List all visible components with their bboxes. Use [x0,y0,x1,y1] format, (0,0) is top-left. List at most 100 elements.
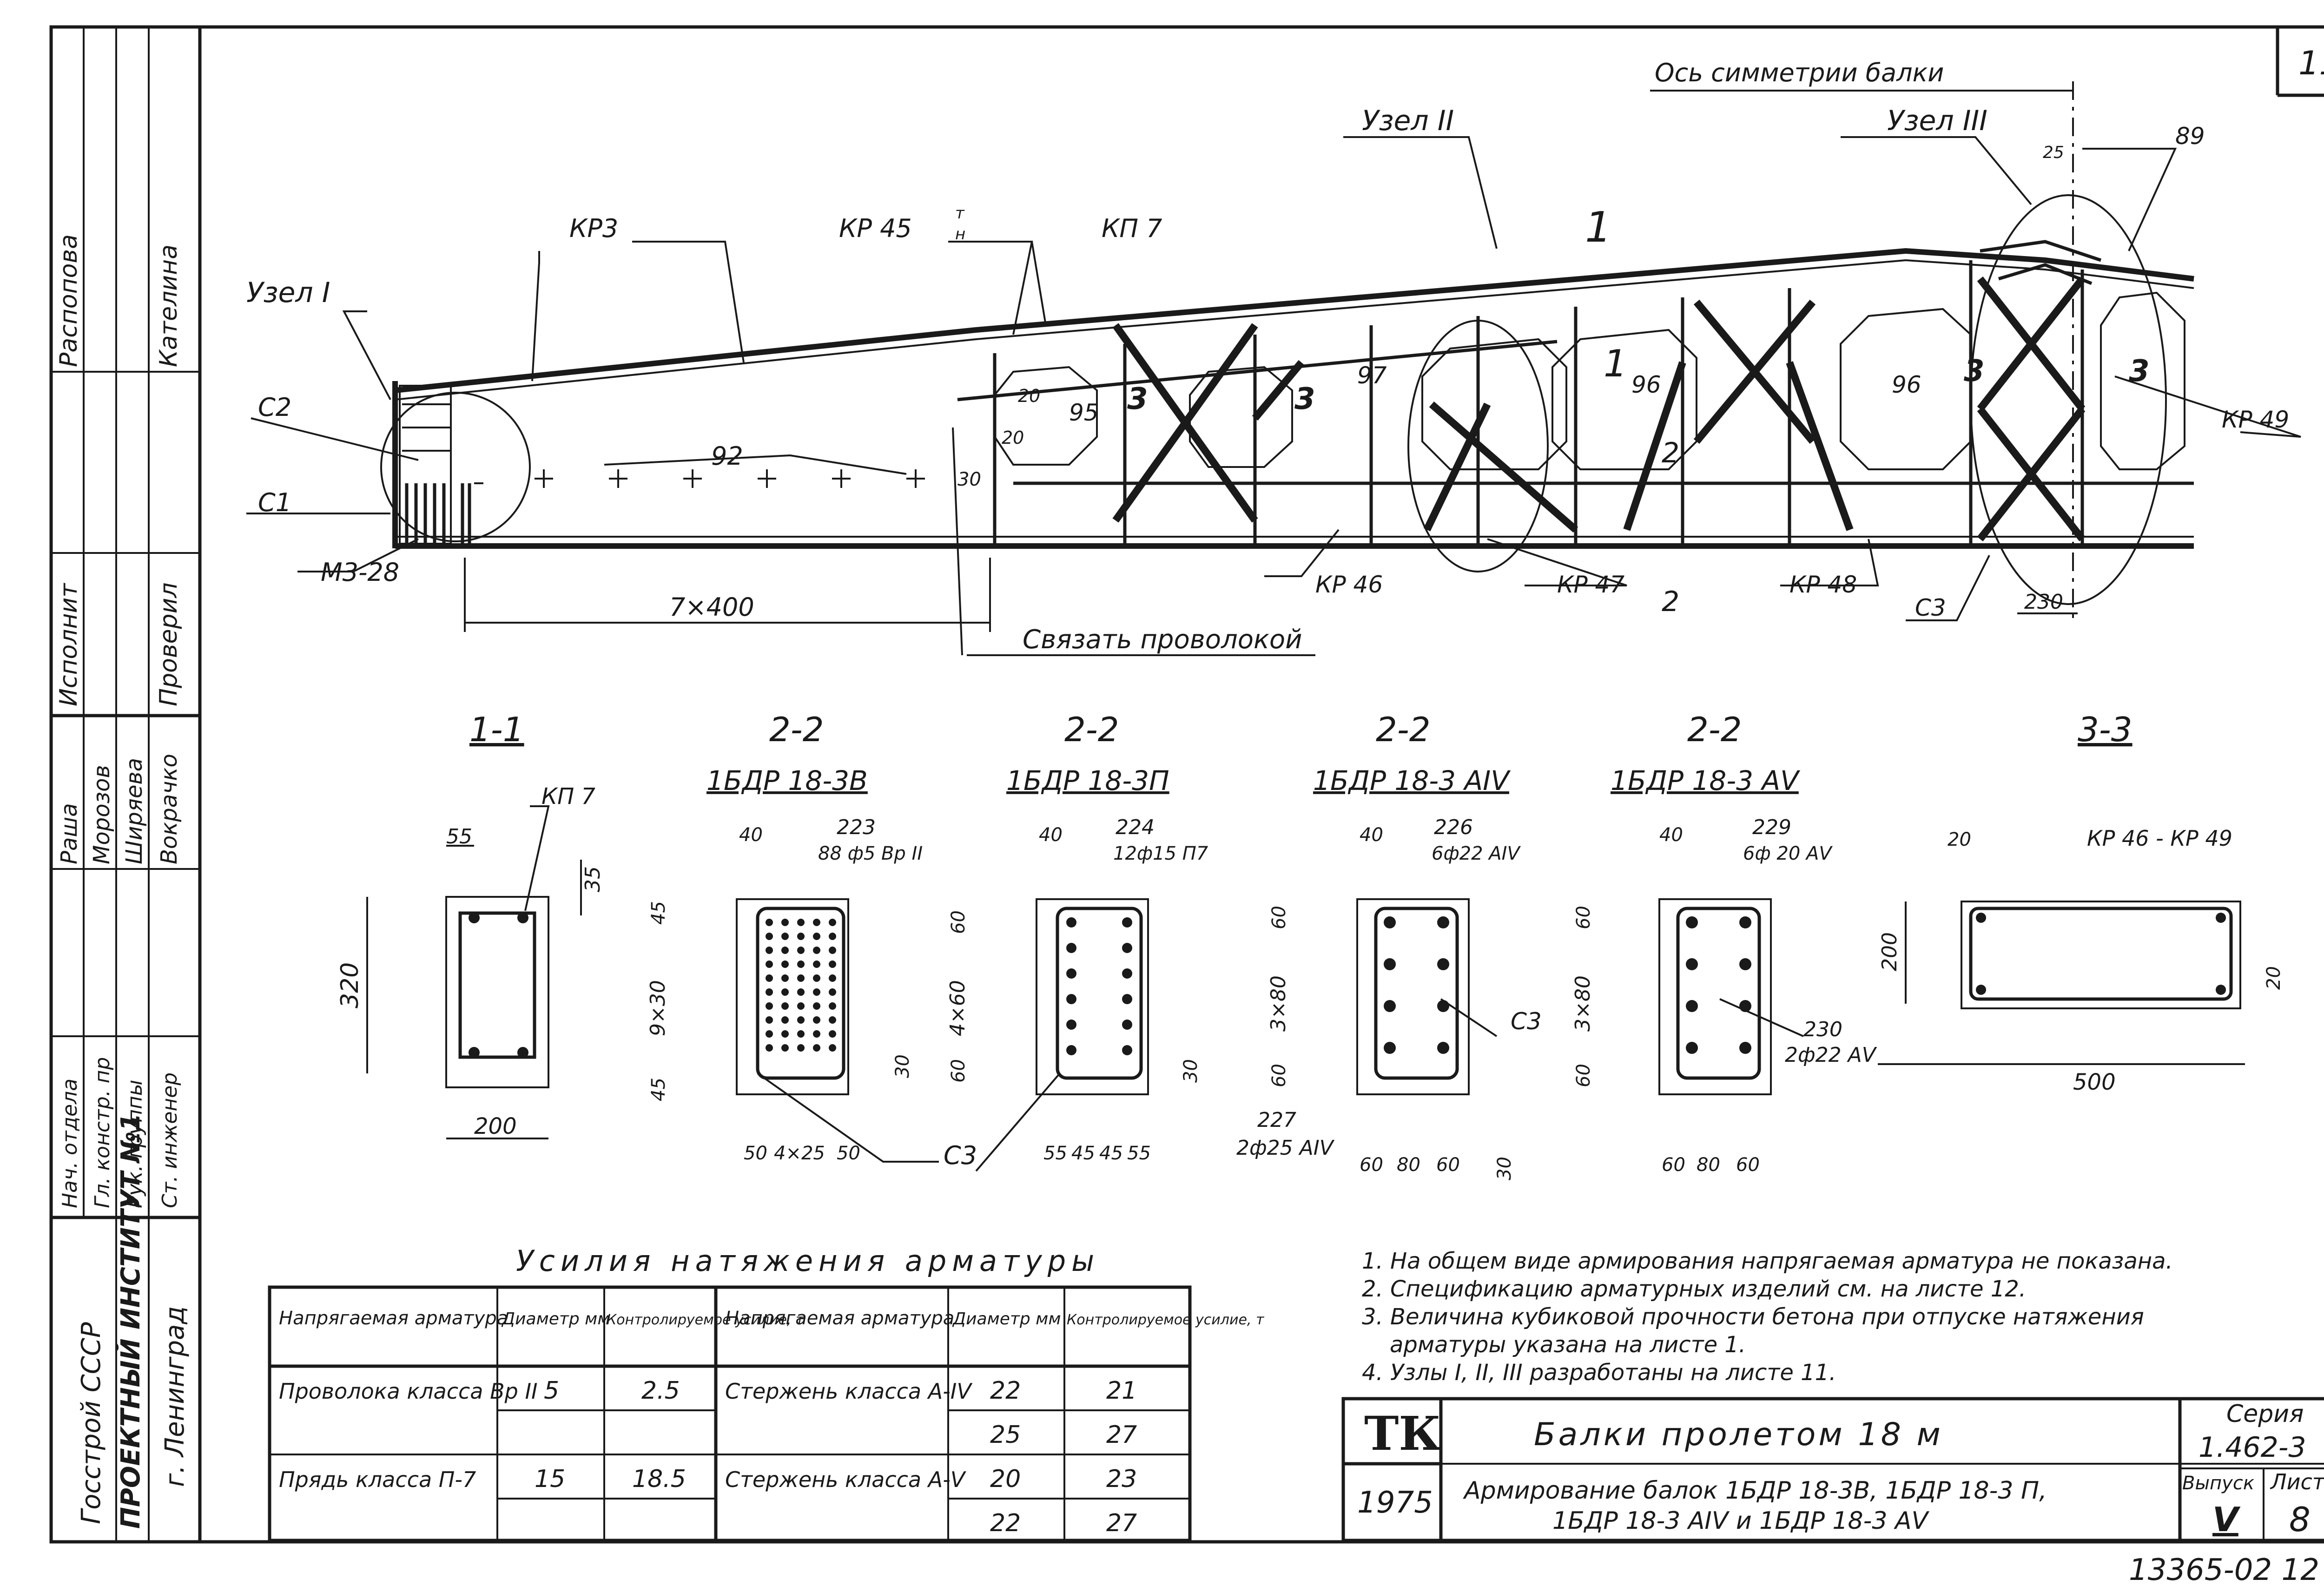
title-sub-2: 1БДР 18-3 АIV и 1БДР 18-3 АV [1552,1507,1930,1535]
rebar-dot [813,1044,820,1052]
sec3-l8: 45 [1071,1143,1095,1164]
sec5-l4: 3×80 [1571,975,1595,1032]
kr45-sup: т [955,204,965,223]
rebar-dot [1122,968,1132,979]
rebar-dot [829,960,836,968]
rebar-dot [829,1030,836,1038]
n30-label: 30 [957,469,981,490]
pitch-dim: 7×400 [669,592,754,622]
rebar-dot [1122,943,1132,953]
rebar-dot [2216,985,2226,995]
note-1: 1. На общем виде армирования напрягаемая… [1362,1248,2173,1274]
th-force-right: Контролируемое усилие, т [1067,1312,1265,1328]
stamp-name-2: Морозов [89,765,115,864]
rebar-dot [1066,994,1076,1004]
sec3-l2: 12ф15 П7 [1113,843,1208,864]
rebar-dot [797,988,805,996]
sec3-l0: 40 [1039,824,1063,846]
rebar-dot [781,974,789,982]
stamp-name-3: Ширяева [121,758,147,864]
rebar-dot [1384,1000,1396,1012]
stamp-org-3: г. Ленинград [160,1306,190,1487]
section-1-1 [366,805,582,1139]
panel-3-b: 3 [1294,382,1315,416]
row-a4-name: Стержень класса А-IV [725,1379,973,1404]
sec5-l1: 229 [1752,816,1791,839]
rebar-dot [781,988,789,996]
tension-table [268,1285,1192,1542]
rebar-dot [829,1002,836,1010]
sec1-l2: 35 [581,866,605,892]
sec2-l6: 30 [892,1054,913,1078]
rebar-dot [1686,916,1698,928]
rebar-dot [813,933,820,940]
note-3b: арматуры указана на листе 1. [1390,1332,1746,1358]
section-3-3 [1878,901,2245,1065]
rebar-dot [1122,994,1132,1004]
rebar-dot [781,960,789,968]
kr46-label: КР 46 [1315,571,1383,598]
sec3-l3: 60 [948,910,969,934]
sec4-l4: 3×80 [1267,975,1290,1032]
rebar-dot [1976,913,1986,923]
rebar-dot [829,988,836,996]
rebar-dot [781,1030,789,1038]
rebar-dot [829,974,836,982]
rebar-dot [766,974,773,982]
sheet-label: Лист [2270,1469,2324,1494]
m3-28-label: М3-28 [321,558,399,587]
sec5-l5: 60 [1573,1064,1594,1087]
row-wire-force: 2.5 [641,1377,680,1405]
sec4-l2: 6ф22 АIV [1432,843,1521,864]
side-stamp: Госстрой СССР ПРОЕКТНЫЙ ИНСТИТУТ №1 г. Л… [51,27,200,1542]
row-strand-dia: 15 [535,1465,565,1493]
row-a5-dia-1: 20 [990,1465,1021,1493]
rebar-dot [797,974,805,982]
rebar-dot [766,947,773,954]
stamp-col2-n2: Кателина [155,244,183,367]
section-2-2-a5 [1658,898,1772,1095]
rebar-dot [766,919,773,926]
c3-leaders [757,998,1804,1172]
c3-section-label: С3 [944,1141,977,1170]
c1-label: С1 [258,488,291,517]
sec2-l0: 40 [739,824,763,846]
sec6-title: 3-3 [2078,710,2133,749]
stamp-role-4: Ст. инженер [158,1072,182,1208]
sec4-l7: 2ф25 АIV [1236,1136,1335,1160]
issue-label: Выпуск [2182,1473,2254,1494]
kp7-label: КП 7 [1102,214,1162,243]
n96a-label: 96 [1631,371,1661,398]
sec4-subtitle: 1БДР 18-3 АIV [1313,765,1511,796]
rebar-dot [1437,1000,1449,1012]
stamp-col2-h1: Исполнит [55,583,83,706]
rebar-dot [797,947,805,954]
c3-elev-label: С3 [1915,594,1946,621]
sec3-l9: 45 [1099,1143,1123,1164]
row-wire-dia: 5 [544,1377,559,1405]
stamp-role-1: Нач. отдела [58,1079,82,1208]
stamp-name-1: Раша [56,803,82,864]
sec3-subtitle: 1БДР 18-3П [1006,765,1169,796]
n89-label: 89 [2175,123,2205,150]
section-bars [766,913,2226,1055]
sec4-l3: 60 [1268,906,1290,929]
sec2-l3: 45 [648,901,669,925]
sec5-subtitle: 1БДР 18-3 АV [1611,765,1801,796]
rebar-dot [1122,1045,1132,1055]
rebar-dot [766,988,773,996]
sec5-l0: 40 [1659,824,1683,846]
sec6-l2: 200 [1878,932,1901,971]
row-a4-force-1: 21 [1106,1377,1137,1405]
n92-label: 92 [711,441,743,471]
sheet-frame [49,25,2324,1544]
rebar-dot [797,960,805,968]
rebar-dot [1437,916,1449,928]
sec3-l6: 30 [1180,1059,1202,1083]
sec4-l0: 40 [1360,824,1383,846]
n20a-label: 20 [1018,386,1040,406]
sec3-l5: 60 [948,1059,969,1083]
rebar-dot [1686,958,1698,970]
stamp-col2-n1: Распопова [55,234,83,367]
